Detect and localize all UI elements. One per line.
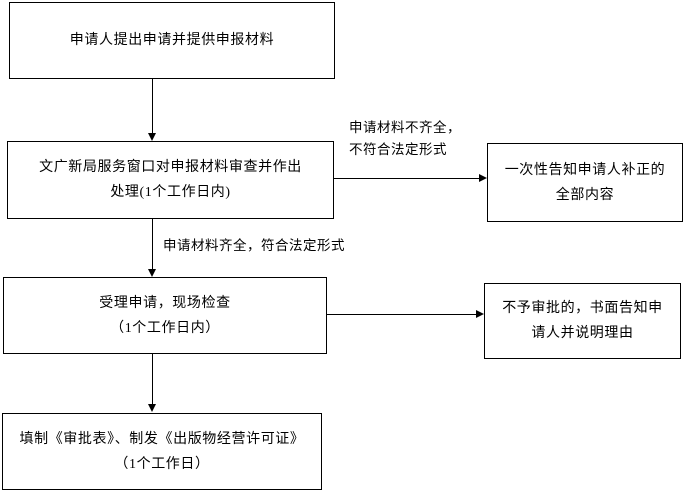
flow-node-reject-line-1: 不予审批的，书面告知申 [502,301,663,316]
edge-label-materials-incomplete-line-2: 不符合法定形式 [349,142,447,157]
connector-apply-to-review-line [152,79,153,134]
flow-node-issue-license: 填制《审批表》、制发《出版物经营许可证》 （1个工作日） [2,413,322,490]
flow-node-accept-line-1: 受理申请，现场检查 [99,295,231,311]
flow-node-rejection-notice: 不予审批的，书面告知申 请人并说明理由 [484,283,681,359]
flow-node-notify-line-1: 一次性告知申请人补正的 [504,162,666,178]
connector-review-to-notify-arrowhead [479,174,487,182]
connector-accept-to-reject-arrowhead [476,310,484,318]
edge-label-materials-incomplete-line-1: 申请材料不齐全， [349,120,461,135]
edge-label-materials-complete-line-1: 申请材料齐全，符合法定形式 [163,238,345,253]
connector-accept-to-reject-line [327,314,477,315]
edge-label-materials-incomplete: 申请材料不齐全， 不符合法定形式 [349,117,461,161]
connector-accept-to-issue-line [152,354,153,405]
flow-node-review-line-1: 文广新局服务窗口对申报材料审查并作出 [39,160,302,175]
connector-review-to-accept-arrowhead [148,269,156,277]
flow-node-accept-line-2: （1个工作日内） [110,320,220,336]
flow-node-reject-line-2: 请人并说明理由 [531,326,634,341]
connector-apply-to-review-arrowhead [148,133,156,141]
flow-node-notify-line-2: 全部内容 [555,187,615,203]
flow-node-apply-line-1: 申请人提出申请并提供申报材料 [69,33,275,48]
edge-label-materials-complete: 申请材料齐全，符合法定形式 [163,235,345,257]
flow-node-window-review: 文广新局服务窗口对申报材料审查并作出 处理(1个工作日内) [7,141,334,219]
flow-node-one-time-notification: 一次性告知申请人补正的 全部内容 [487,143,683,222]
flow-node-application-submission: 申请人提出申请并提供申报材料 [9,2,335,79]
connector-review-to-accept-line [152,219,153,270]
flow-node-review-line-2: 处理(1个工作日内) [110,185,231,200]
flow-node-issue-line-1: 填制《审批表》、制发《出版物经营许可证》 [19,431,305,447]
connector-accept-to-issue-arrowhead [148,404,156,412]
flow-node-issue-line-2: （1个工作日） [114,456,210,472]
flow-node-accept-and-inspect: 受理申请，现场检查 （1个工作日内） [3,277,327,354]
connector-review-to-notify-line [334,178,480,179]
